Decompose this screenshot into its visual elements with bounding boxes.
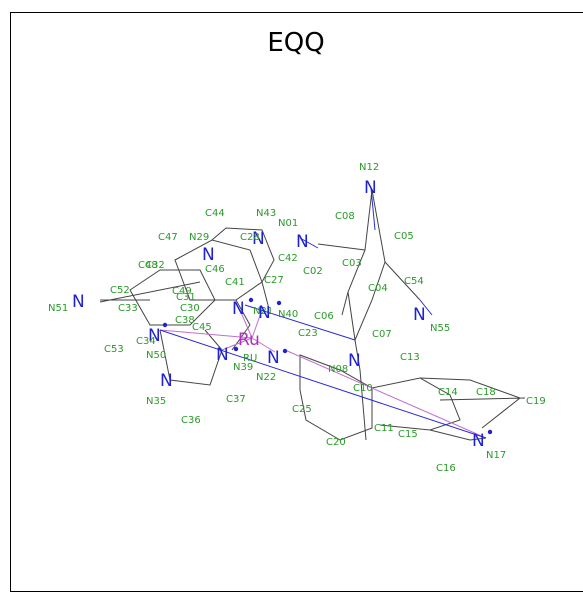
atom-c44: C44 bbox=[205, 208, 225, 219]
atom-c07: C07 bbox=[372, 329, 392, 340]
atom-c45: C45 bbox=[192, 322, 212, 333]
electron-dots bbox=[162, 297, 493, 435]
atom-c36: C36 bbox=[181, 415, 201, 426]
atom-n55: N55 bbox=[430, 323, 450, 334]
atom-c37: C37 bbox=[226, 394, 246, 405]
atom-c54: C54 bbox=[404, 276, 424, 287]
atom-n39: N39 bbox=[233, 362, 253, 373]
atom-n21-symbol: N bbox=[232, 299, 245, 319]
atom-n12-symbol: N bbox=[364, 178, 377, 198]
atom-n22-symbol: N bbox=[267, 348, 280, 368]
atom-c53: C53 bbox=[104, 344, 124, 355]
atom-n35: N35 bbox=[146, 396, 166, 407]
atom-n29-symbol: N bbox=[202, 245, 215, 265]
atom-c14: C14 bbox=[438, 387, 458, 398]
atom-n50: N50 bbox=[146, 350, 166, 361]
atom-c41: C41 bbox=[225, 277, 245, 288]
atom-n43-symbol: N bbox=[252, 229, 265, 249]
atom-c03: C03 bbox=[342, 258, 362, 269]
atom-n12: N12 bbox=[359, 162, 379, 173]
atom-c28: C28 bbox=[240, 232, 260, 243]
atom-n08: N08 bbox=[328, 364, 348, 375]
atom-c46: C46 bbox=[205, 264, 225, 275]
atom-c04: C04 bbox=[368, 283, 388, 294]
metal-ru: Ru bbox=[238, 330, 260, 350]
atom-n29: N29 bbox=[189, 232, 209, 243]
diagram-title: EQQ bbox=[267, 28, 324, 58]
atom-c13: C13 bbox=[400, 352, 420, 363]
atom-c34: C34 bbox=[136, 336, 156, 347]
atom-c16: C16 bbox=[436, 463, 456, 474]
atom-c23: C23 bbox=[298, 328, 318, 339]
atom-c11: C11 bbox=[374, 423, 394, 434]
atom-c47: C47 bbox=[158, 232, 178, 243]
atom-n40-symbol: N bbox=[258, 303, 271, 323]
diagram-frame bbox=[10, 12, 583, 592]
atom-c52: C52 bbox=[110, 285, 130, 296]
atom-c08: C08 bbox=[335, 211, 355, 222]
atom-c31: C31 bbox=[176, 292, 196, 303]
atom-c49: C49 bbox=[172, 286, 192, 297]
atom-n51-symbol: N bbox=[72, 292, 85, 312]
atom-n43: N43 bbox=[256, 208, 276, 219]
atom-n39-symbol: N bbox=[216, 345, 229, 365]
atom-c27: C27 bbox=[264, 275, 284, 286]
atom-n17: N17 bbox=[486, 450, 506, 461]
atom-c20: C20 bbox=[326, 437, 346, 448]
atom-c05: C05 bbox=[394, 231, 414, 242]
atom-c30: C30 bbox=[180, 303, 200, 314]
atom-c42: C42 bbox=[278, 253, 298, 264]
metal-ru-label: RU bbox=[243, 353, 257, 364]
atom-n22: N22 bbox=[256, 372, 276, 383]
atom-c18: C18 bbox=[476, 387, 496, 398]
atom-n08-symbol: N bbox=[348, 351, 361, 371]
atom-c10: C10 bbox=[353, 383, 373, 394]
atom-n01: N01 bbox=[278, 218, 298, 229]
atom-c15: C15 bbox=[398, 429, 418, 440]
atom-n50-symbol: N bbox=[148, 326, 161, 346]
atom-n21: N21 bbox=[253, 306, 273, 317]
atom-c32: C32 bbox=[145, 260, 165, 271]
atom-n40: N40 bbox=[278, 309, 298, 320]
atom-n35-symbol: N bbox=[160, 371, 173, 391]
atom-c25: C25 bbox=[292, 404, 312, 415]
atom-c38: C38 bbox=[175, 315, 195, 326]
atom-c48: C48 bbox=[138, 260, 158, 271]
atom-c06: C06 bbox=[314, 311, 334, 322]
atom-n01-symbol: N bbox=[296, 232, 309, 252]
atom-c33: C33 bbox=[118, 303, 138, 314]
atom-labels: N N12 C08 C05 N01 N C02 C03 C04 C54 N N5… bbox=[48, 162, 546, 474]
atom-n51: N51 bbox=[48, 303, 68, 314]
atom-n17-symbol: N bbox=[472, 431, 485, 451]
atom-c19: C19 bbox=[526, 396, 546, 407]
atom-n55-symbol: N bbox=[413, 305, 426, 325]
atom-c02: C02 bbox=[303, 266, 323, 277]
bond-lines bbox=[99, 187, 526, 441]
